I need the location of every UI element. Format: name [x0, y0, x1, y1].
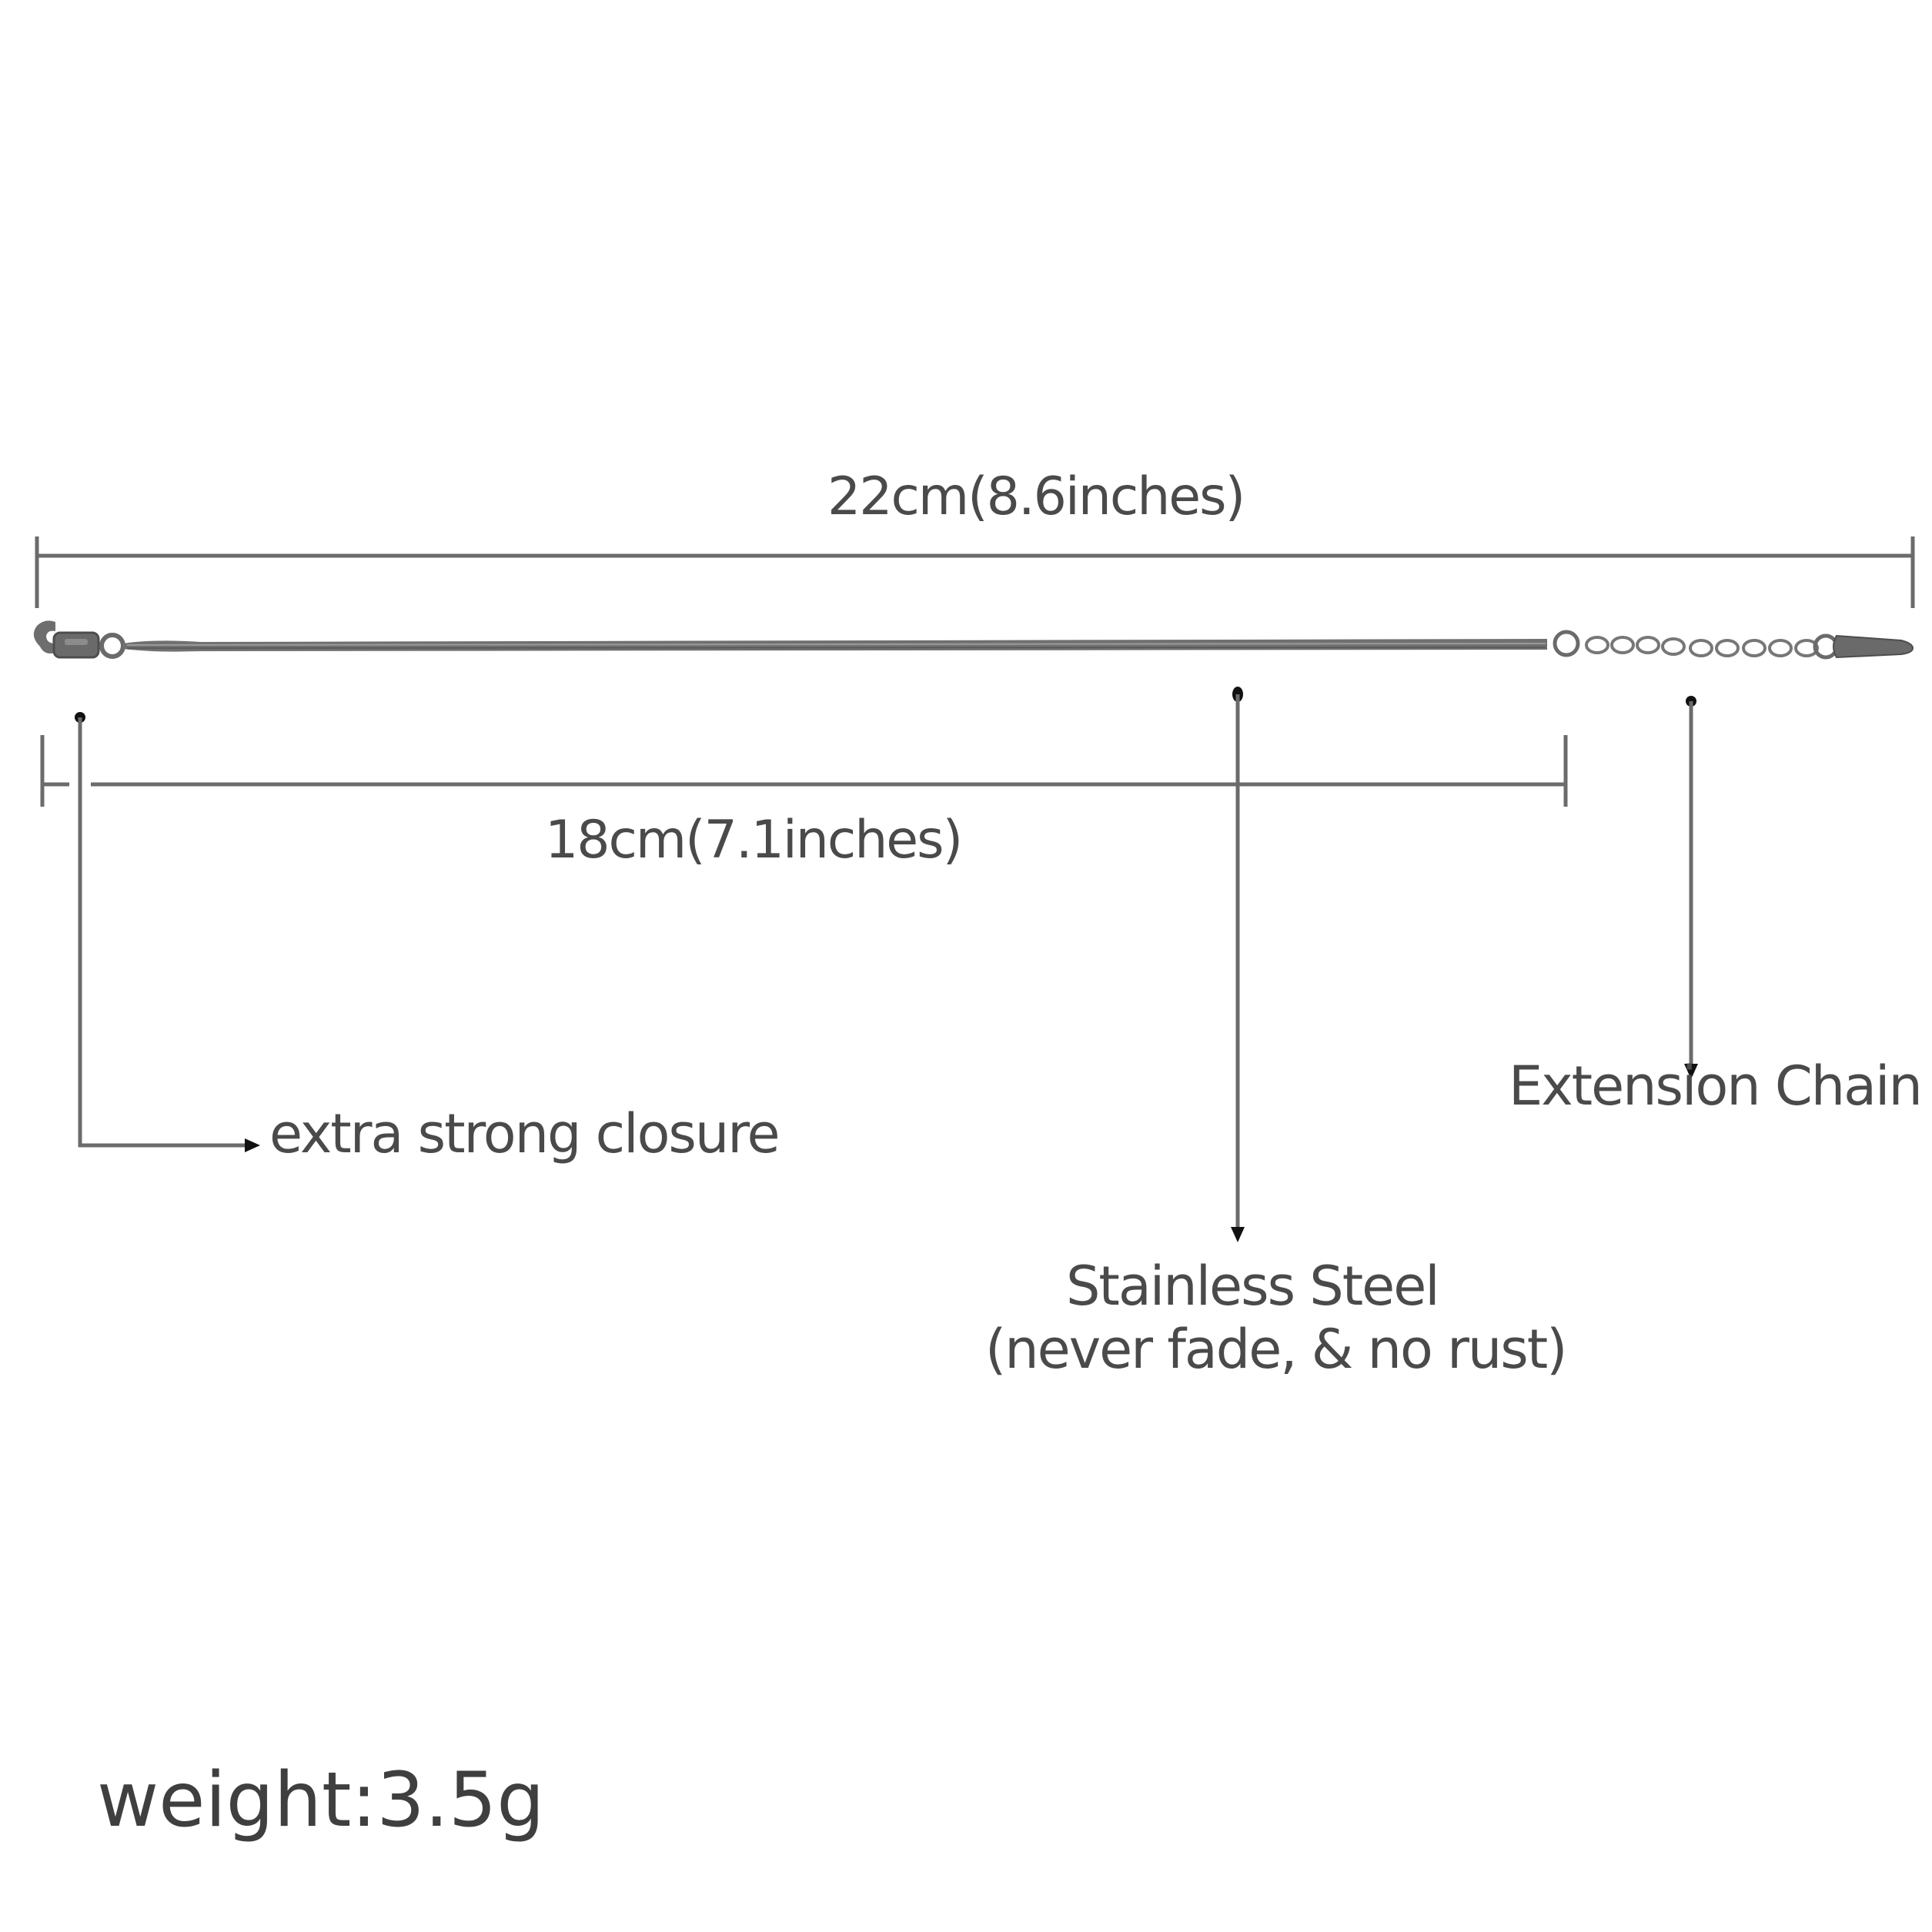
- extension-callout-leader: [1684, 696, 1698, 1079]
- snake-chain: [123, 639, 1547, 652]
- total-length-dimension: [35, 536, 1915, 608]
- closure-label: extra strong closure: [269, 1102, 780, 1165]
- end-tag-icon: [1813, 633, 1914, 660]
- jump-ring: [1553, 630, 1580, 657]
- weight-label: weight:3.5g: [97, 1757, 545, 1844]
- bracelet-length-dimension: [40, 735, 1568, 807]
- extension-chain-links: [1585, 636, 1819, 657]
- material-arrowhead: [1231, 1227, 1245, 1242]
- material-label-line1: Stainless Steel: [1066, 1255, 1440, 1318]
- closure-callout-leader: [75, 712, 260, 1152]
- bracelet-length-label: 18cm(7.1inches): [545, 810, 963, 871]
- closure-arrowhead: [245, 1138, 260, 1152]
- bracelet-image: [33, 620, 1914, 660]
- lobster-clasp-icon: [33, 620, 125, 659]
- extension-chain-label: Extension Chain: [1509, 1055, 1923, 1118]
- total-length-label: 22cm(8.6inches): [827, 466, 1245, 527]
- material-label-line2: (never fade, & no rust): [985, 1318, 1567, 1381]
- material-callout-leader: [1231, 687, 1245, 1242]
- extension-arrowhead: [1684, 1064, 1698, 1079]
